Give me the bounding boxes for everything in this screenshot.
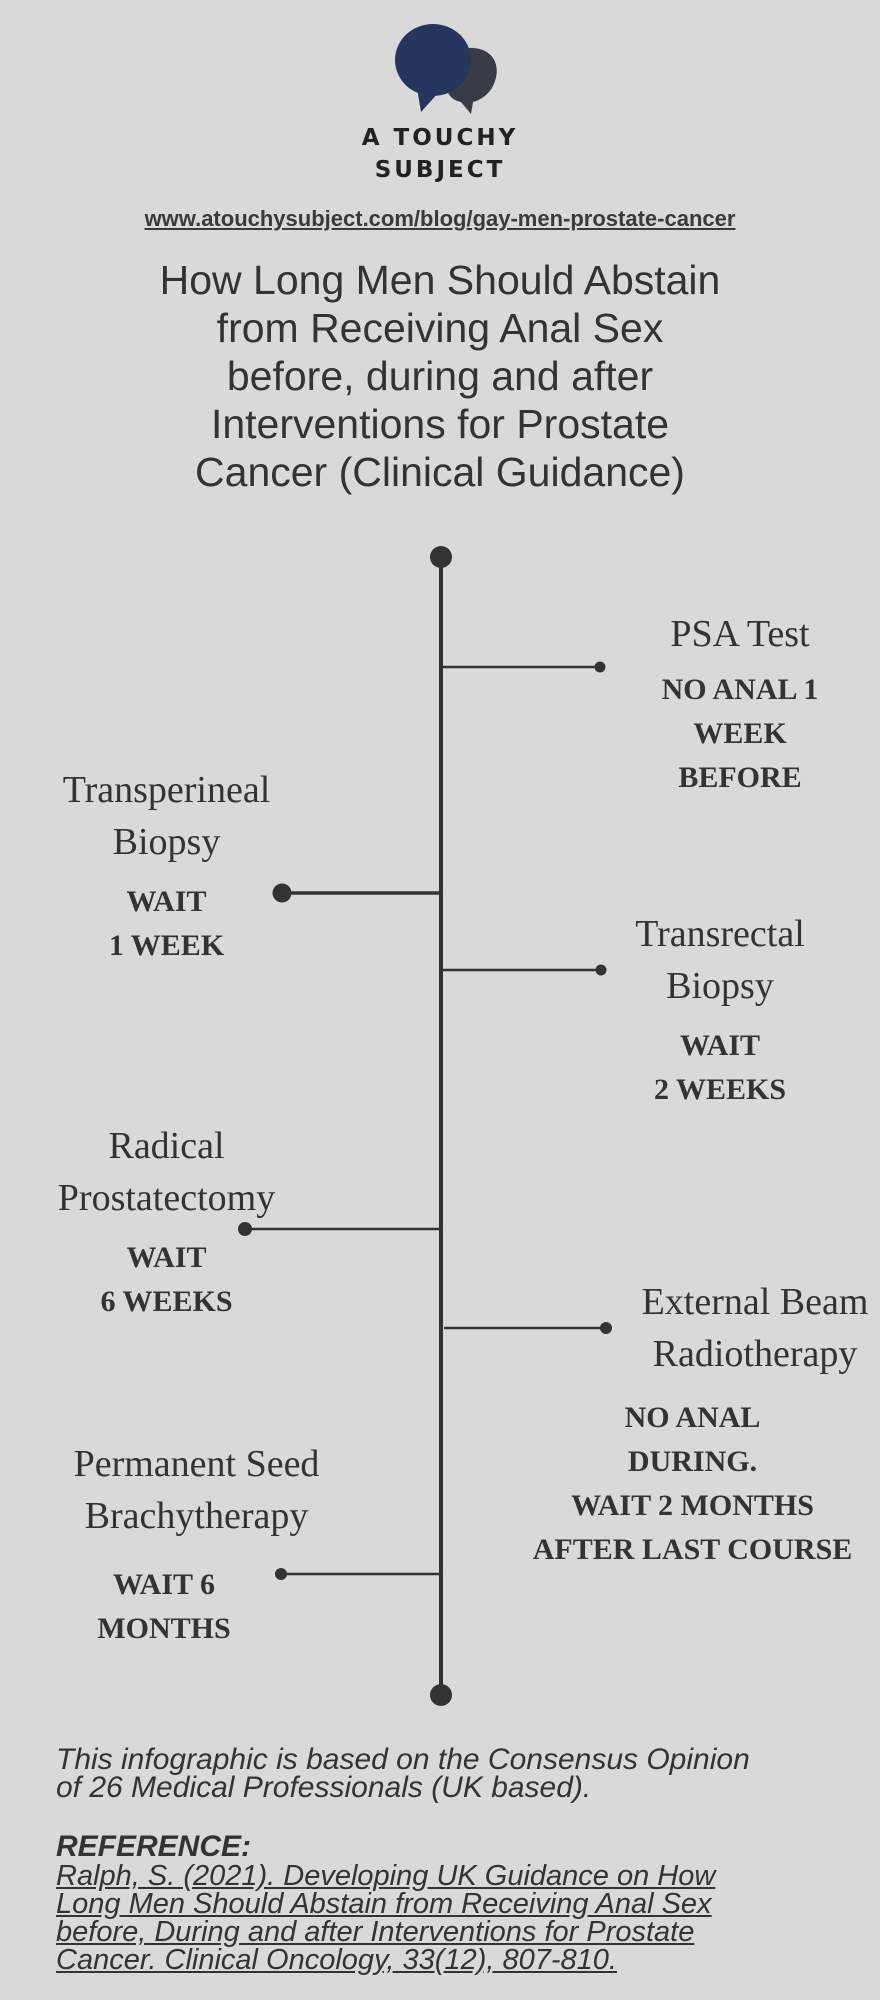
reference-heading: REFERENCE: xyxy=(56,1830,252,1863)
event-title: Permanent Seed xyxy=(73,1443,320,1485)
title-line: before, during and after xyxy=(226,353,654,399)
page-title: How Long Men Should Abstain from Receivi… xyxy=(110,256,770,496)
wait-line: NO ANAL xyxy=(624,1401,761,1434)
reference-citation-link[interactable]: Ralph, S. (2021). Developing UK Guidance… xyxy=(56,1860,836,1976)
event-title: Prostatectomy xyxy=(57,1177,276,1219)
event-permanent-seed-brachytherapy: Permanent Seed Brachytherapy xyxy=(40,1438,353,1542)
brand-name: A TOUCHY SUBJECT xyxy=(0,122,880,186)
event-wait: WAIT 6 WEEKS xyxy=(20,1236,313,1324)
event-title: Radical xyxy=(108,1125,225,1167)
connector-dot xyxy=(595,964,607,976)
event-title: PSA Test xyxy=(670,613,810,655)
event-title: Biopsy xyxy=(666,965,774,1007)
wait-line: WEEK xyxy=(693,717,787,750)
reference-line: before, During and after Interventions f… xyxy=(56,1916,695,1948)
title-line: from Receiving Anal Sex xyxy=(216,305,664,351)
source-url-link[interactable]: www.atouchysubject.com/blog/gay-men-pros… xyxy=(144,206,736,231)
event-title: Radiotherapy xyxy=(652,1333,858,1375)
event-title: Transperineal xyxy=(62,769,271,811)
reference-line: Cancer. Clinical Oncology, 33(12), 807-8… xyxy=(56,1944,617,1976)
wait-line: WAIT 2 MONTHS xyxy=(571,1489,814,1522)
event-wait: NO ANAL DURING. WAIT 2 MONTHS AFTER LAST… xyxy=(510,1396,875,1572)
speech-bubbles-icon xyxy=(395,24,497,114)
connector-dot xyxy=(600,1322,612,1334)
timeline-start-dot xyxy=(430,546,452,568)
wait-line: 6 WEEKS xyxy=(100,1285,233,1318)
wait-line: 2 WEEKS xyxy=(654,1073,786,1106)
event-psa-test: PSA Test NO ANAL 1 WEEK BEFORE xyxy=(600,608,880,800)
event-transperineal-biopsy: Transperineal Biopsy WAIT 1 WEEK xyxy=(20,764,313,968)
event-title: External Beam xyxy=(641,1281,869,1323)
note-line: This infographic is based on the Consens… xyxy=(56,1743,750,1776)
event-title: Brachytherapy xyxy=(84,1495,309,1537)
event-title: Biopsy xyxy=(112,821,221,863)
consensus-note: This infographic is based on the Consens… xyxy=(56,1743,836,1804)
event-wait: WAIT 2 WEEKS xyxy=(580,1024,860,1112)
wait-line: AFTER LAST COURSE xyxy=(532,1533,853,1566)
event-title: Transrectal xyxy=(635,913,805,955)
connector-dot xyxy=(272,883,292,903)
connector-dot xyxy=(238,1222,252,1236)
timeline-end-dot xyxy=(430,1684,452,1706)
wait-line: DURING. xyxy=(627,1445,758,1478)
title-line: Interventions for Prostate xyxy=(210,401,670,447)
connector-dot xyxy=(594,661,606,673)
title-line: How Long Men Should Abstain xyxy=(159,257,721,303)
wait-line: WAIT 6 xyxy=(113,1568,215,1601)
logo xyxy=(0,22,880,123)
event-wait: WAIT 1 WEEK xyxy=(20,880,313,968)
reference-line: Long Men Should Abstain from Receiving A… xyxy=(56,1888,712,1920)
event-wait: NO ANAL 1 WEEK BEFORE xyxy=(600,668,880,800)
wait-line: BEFORE xyxy=(678,761,802,794)
wait-line: WAIT xyxy=(126,1241,207,1274)
wait-line: NO ANAL 1 xyxy=(661,673,819,706)
wait-line: WAIT xyxy=(126,885,207,918)
reference-line: Ralph, S. (2021). Developing UK Guidance… xyxy=(56,1860,716,1892)
event-external-beam-radiotherapy: External Beam Radiotherapy xyxy=(615,1276,880,1380)
brand-line-1: A TOUCHY xyxy=(361,125,519,151)
title-line: Cancer (Clinical Guidance) xyxy=(195,449,685,495)
wait-line: 1 WEEK xyxy=(108,929,225,962)
note-line: of 26 Medical Professionals (UK based). xyxy=(56,1771,592,1804)
wait-line: WAIT xyxy=(679,1029,761,1062)
brand-line-2: SUBJECT xyxy=(374,157,506,183)
connector-dot xyxy=(275,1568,287,1580)
event-transrectal-biopsy: Transrectal Biopsy WAIT 2 WEEKS xyxy=(580,908,860,1112)
event-radical-prostatectomy: Radical Prostatectomy WAIT 6 WEEKS xyxy=(20,1120,313,1324)
event-wait: WAIT 6 MONTHS xyxy=(40,1563,288,1651)
wait-line: MONTHS xyxy=(97,1612,231,1645)
